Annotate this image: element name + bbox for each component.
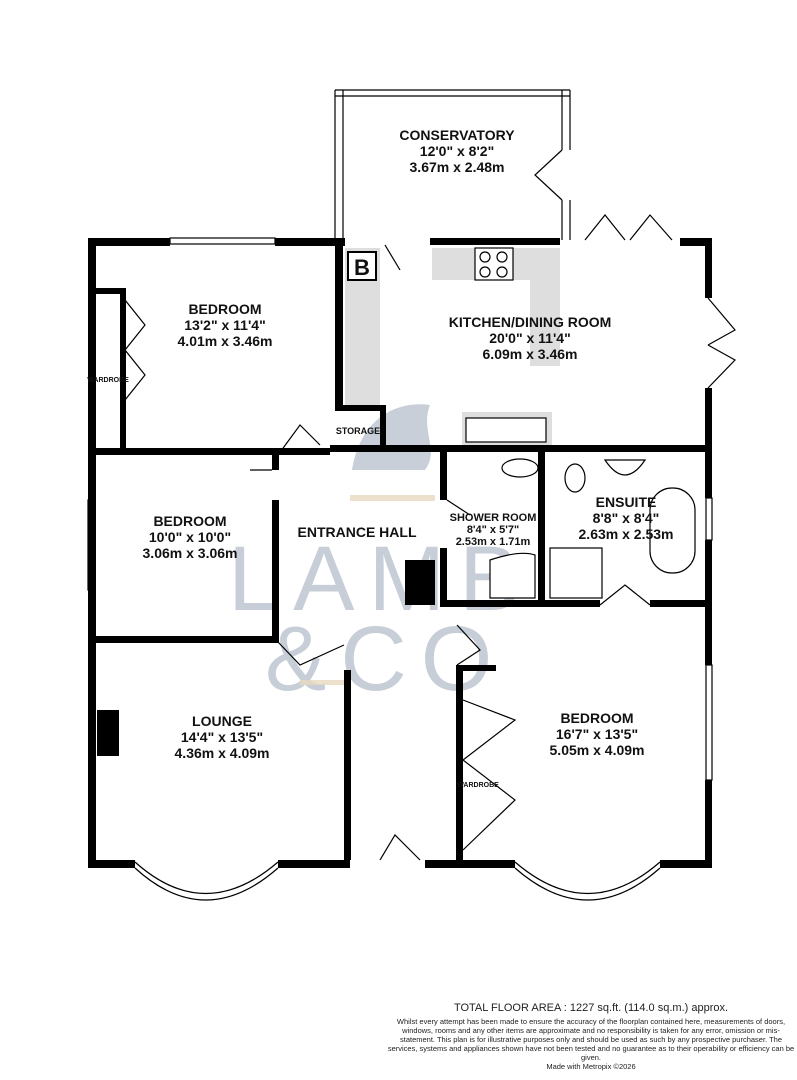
wardrobe-label: WARDROBE [87, 377, 129, 384]
room-bedroom-main: BEDROOM 16'7" x 13'5" 5.05m x 4.09m [550, 710, 645, 758]
total-floor-area: TOTAL FLOOR AREA : 1227 sq.ft. (114.0 sq… [453, 1002, 729, 1014]
svg-text:4.36m x 4.09m: 4.36m x 4.09m [175, 745, 270, 761]
wardrobe-label: WARDROBE [457, 782, 499, 789]
logo-text-2: &CO [265, 608, 506, 710]
svg-text:BEDROOM: BEDROOM [188, 301, 261, 317]
room-conservatory: CONSERVATORY 12'0" x 8'2" 3.67m x 2.48m [399, 127, 515, 175]
room-lounge: LOUNGE 14'4" x 13'5" 4.36m x 4.09m [175, 713, 270, 761]
svg-text:4.01m x 3.46m: 4.01m x 3.46m [178, 333, 273, 349]
boiler-label: B [354, 255, 370, 280]
sink-icon [465, 417, 547, 443]
room-shower: SHOWER ROOM 8'4" x 5'7" 2.53m x 1.71m [450, 512, 537, 548]
floor-plan: LAMB &CO [87, 89, 736, 901]
corner-shower-icon [489, 552, 536, 599]
svg-text:16'7" x 13'5": 16'7" x 13'5" [556, 726, 638, 742]
boiler-icon [347, 251, 377, 281]
svg-text:14'4" x 13'5": 14'4" x 13'5" [181, 729, 263, 745]
walls [88, 238, 712, 868]
room-kitchen: KITCHEN/DINING ROOM 20'0" x 11'4" 6.09m … [449, 314, 612, 362]
windows-doors [87, 89, 736, 901]
svg-text:10'0" x 10'0": 10'0" x 10'0" [149, 529, 231, 545]
room-bedroom-top: BEDROOM 13'2" x 11'4" 4.01m x 3.46m [178, 301, 273, 349]
toilet-icon [564, 463, 586, 493]
basin-icon [603, 459, 647, 476]
svg-text:12'0" x 8'2": 12'0" x 8'2" [420, 143, 494, 159]
room-ensuite: ENSUITE 8'8" x 8'4" 2.63m x 2.53m [579, 494, 674, 542]
svg-text:BEDROOM: BEDROOM [153, 513, 226, 529]
svg-text:BEDROOM: BEDROOM [560, 710, 633, 726]
svg-text:KITCHEN/DINING ROOM: KITCHEN/DINING ROOM [449, 314, 612, 330]
storage-label: STORAGE [336, 426, 380, 436]
svg-text:8'8" x 8'4": 8'8" x 8'4" [593, 510, 660, 526]
svg-text:3.06m x 3.06m: 3.06m x 3.06m [143, 545, 238, 561]
svg-text:8'4" x 5'7": 8'4" x 5'7" [467, 524, 519, 536]
footer: TOTAL FLOOR AREA : 1227 sq.ft. (114.0 sq… [385, 1002, 797, 1071]
ram-logo-icon [352, 404, 431, 470]
svg-text:CONSERVATORY: CONSERVATORY [399, 127, 515, 143]
svg-text:2.63m x 2.53m: 2.63m x 2.53m [579, 526, 674, 542]
disclaimer: Whilst every attempt has been made to en… [387, 1017, 795, 1062]
svg-text:2.53m x 1.71m: 2.53m x 1.71m [456, 536, 531, 548]
shower-tray-icon [549, 547, 603, 599]
svg-text:13'2" x 11'4": 13'2" x 11'4" [184, 317, 265, 333]
svg-text:SHOWER ROOM: SHOWER ROOM [450, 512, 537, 524]
toilet-icon [501, 458, 539, 478]
room-bedroom-mid: BEDROOM 10'0" x 10'0" 3.06m x 3.06m [143, 513, 238, 561]
svg-text:20'0" x 11'4": 20'0" x 11'4" [489, 330, 570, 346]
svg-text:6.09m x 3.46m: 6.09m x 3.46m [483, 346, 578, 362]
credit: Made with Metropix ©2026 [546, 1062, 636, 1071]
fixtures [465, 247, 696, 599]
svg-text:5.05m x 4.09m: 5.05m x 4.09m [550, 742, 645, 758]
svg-text:ENSUITE: ENSUITE [596, 494, 657, 510]
bath-icon [649, 487, 696, 574]
room-entrance-hall: ENTRANCE HALL [298, 524, 417, 540]
svg-text:3.67m x 2.48m: 3.67m x 2.48m [410, 159, 505, 175]
svg-text:LOUNGE: LOUNGE [192, 713, 252, 729]
